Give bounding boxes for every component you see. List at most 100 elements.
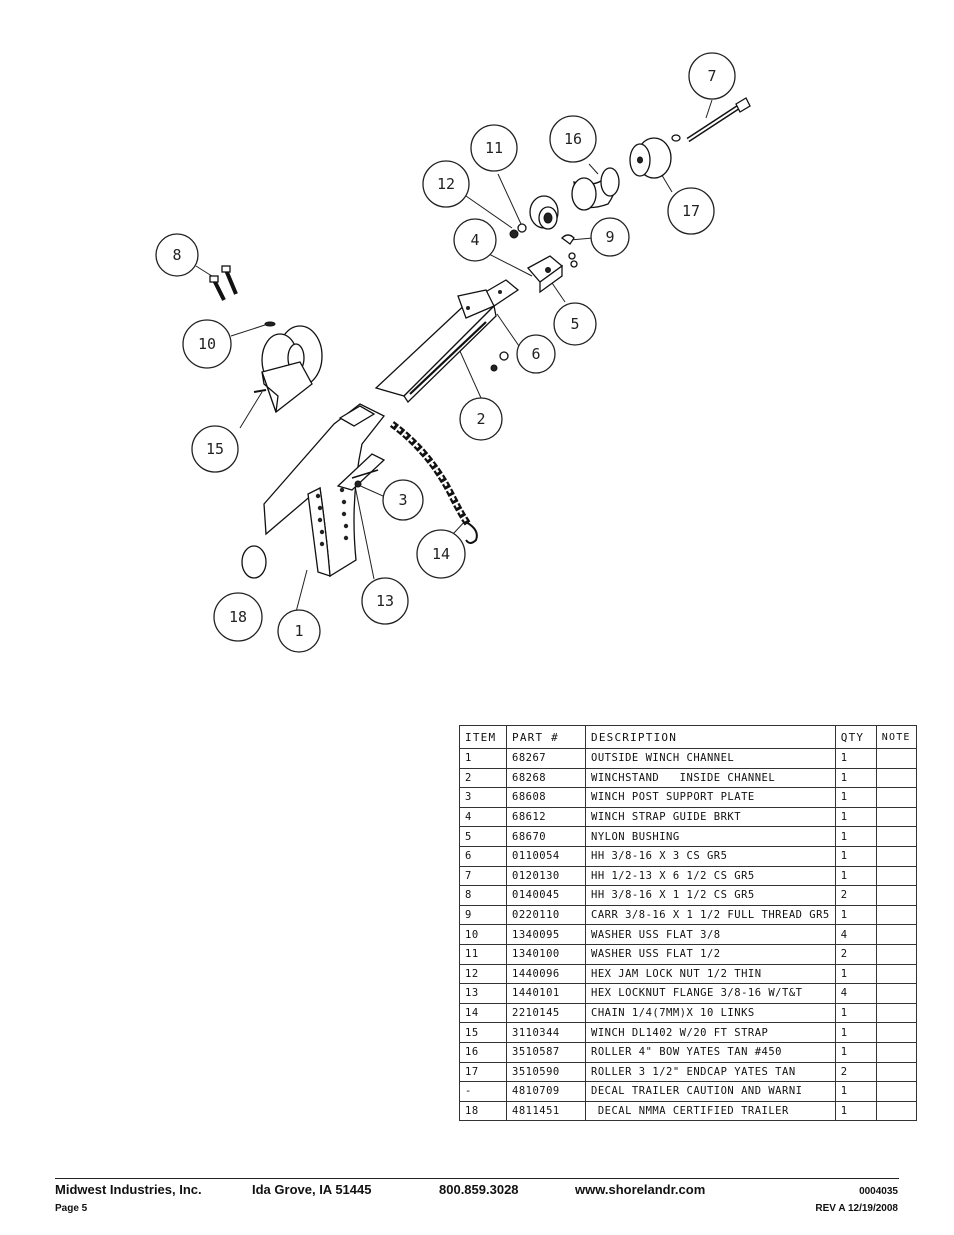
nylon-bushing-part-5 xyxy=(526,255,564,294)
cell-item: 7 xyxy=(459,865,507,887)
lock-nut-part-12 xyxy=(509,229,519,239)
decal-part-18 xyxy=(241,545,267,579)
callout-13-label: 13 xyxy=(376,592,394,610)
footer-doc-number: 0004035 xyxy=(859,1186,898,1197)
cell-part-number: 3510590 xyxy=(506,1061,586,1083)
cell-note xyxy=(875,924,917,945)
cell-item: 6 xyxy=(459,845,507,867)
header-note: NOTE xyxy=(875,725,917,749)
cell-qty: 2 xyxy=(834,943,877,965)
cell-qty: 1 xyxy=(834,1022,877,1043)
cell-note xyxy=(875,983,917,1004)
cell-qty: 1 xyxy=(834,767,877,789)
callout-18: 18 xyxy=(213,592,263,642)
cell-item: 9 xyxy=(459,904,507,926)
cell-part-number: 0140045 xyxy=(506,885,586,906)
footer-phone: 800.859.3028 xyxy=(439,1182,519,1197)
cell-item: 3 xyxy=(459,787,507,808)
cell-item: 5 xyxy=(459,826,507,847)
callout-2-label: 2 xyxy=(476,410,485,428)
cell-part-number: 68268 xyxy=(506,767,586,789)
winch-part-15 xyxy=(253,325,323,414)
callout-13: 13 xyxy=(361,577,409,625)
cell-description: ROLLER 4" BOW YATES TAN #450 xyxy=(585,1041,836,1063)
callout-7-label: 7 xyxy=(707,67,716,85)
support-plate-part-3 xyxy=(336,453,386,491)
hex-bolt-part-7 xyxy=(671,97,751,143)
cell-description: WASHER USS FLAT 1/2 xyxy=(585,943,836,965)
cell-qty: 1 xyxy=(834,904,877,926)
endcap-roller-part-17 xyxy=(629,137,672,179)
cell-part-number: 3510587 xyxy=(506,1041,586,1063)
cell-item: 8 xyxy=(459,885,507,906)
cell-note xyxy=(875,1061,917,1083)
cell-note xyxy=(875,963,917,985)
cell-item: 15 xyxy=(459,1022,507,1043)
cell-note xyxy=(875,904,917,926)
cell-qty: 1 xyxy=(834,748,877,769)
cell-part-number: 0120130 xyxy=(506,865,586,887)
cell-description: CHAIN 1/4(7MM)X 10 LINKS xyxy=(585,1002,836,1024)
bow-roller-part-16 xyxy=(571,167,620,211)
cell-note xyxy=(875,1002,917,1024)
cell-description: DECAL TRAILER CAUTION AND WARNI xyxy=(585,1081,836,1102)
cell-item: 1 xyxy=(459,748,507,769)
cell-qty: 1 xyxy=(834,826,877,847)
cell-qty: 4 xyxy=(834,924,877,945)
callout-5-label: 5 xyxy=(570,315,579,333)
inside-channel-part-2 xyxy=(374,289,497,404)
exploded-parts-diagram: 7 16 11 12 17 9 4 8 5 10 6 2 15 3 14 13 xyxy=(155,52,751,653)
cell-note xyxy=(875,748,917,769)
callout-14: 14 xyxy=(416,529,466,579)
callout-6-label: 6 xyxy=(531,345,540,363)
cell-note xyxy=(875,943,917,965)
cell-qty: 1 xyxy=(834,963,877,985)
cell-note xyxy=(875,826,917,847)
carriage-bolt-part-9 xyxy=(561,234,578,268)
cell-item: 4 xyxy=(459,806,507,828)
hex-bolts-part-8 xyxy=(209,265,238,301)
cell-qty: 1 xyxy=(834,787,877,808)
cell-item: 13 xyxy=(459,983,507,1004)
footer-revision: REV A 12/19/2008 xyxy=(815,1203,898,1214)
callout-16: 16 xyxy=(549,115,597,163)
cell-description: WINCH STRAP GUIDE BRKT xyxy=(585,806,836,828)
cell-part-number: 4810709 xyxy=(506,1081,586,1102)
cell-part-number: 68670 xyxy=(506,826,586,847)
callout-11-label: 11 xyxy=(485,139,503,157)
cell-note xyxy=(875,1041,917,1063)
cell-item: 10 xyxy=(459,924,507,945)
cell-item: 16 xyxy=(459,1041,507,1063)
cell-qty: 1 xyxy=(834,845,877,867)
cell-description: OUTSIDE WINCH CHANNEL xyxy=(585,748,836,769)
cell-note xyxy=(875,885,917,906)
header-item: ITEM xyxy=(459,725,507,749)
cell-part-number: 0110054 xyxy=(506,845,586,867)
cell-qty: 1 xyxy=(834,1041,877,1063)
cell-part-number: 3110344 xyxy=(506,1022,586,1043)
callout-6: 6 xyxy=(516,334,556,374)
cell-qty: 1 xyxy=(834,1002,877,1024)
callout-12-label: 12 xyxy=(437,175,455,193)
callout-5: 5 xyxy=(553,302,597,346)
cell-item: 12 xyxy=(459,963,507,985)
cell-note xyxy=(875,1100,917,1122)
footer-city: Ida Grove, IA 51445 xyxy=(252,1182,372,1197)
callout-10: 10 xyxy=(182,319,232,369)
callout-3: 3 xyxy=(382,479,424,521)
callout-14-label: 14 xyxy=(432,545,450,563)
cell-note xyxy=(875,865,917,887)
callout-15: 15 xyxy=(191,425,239,473)
callout-10-label: 10 xyxy=(198,335,216,353)
callout-16-label: 16 xyxy=(564,130,582,148)
